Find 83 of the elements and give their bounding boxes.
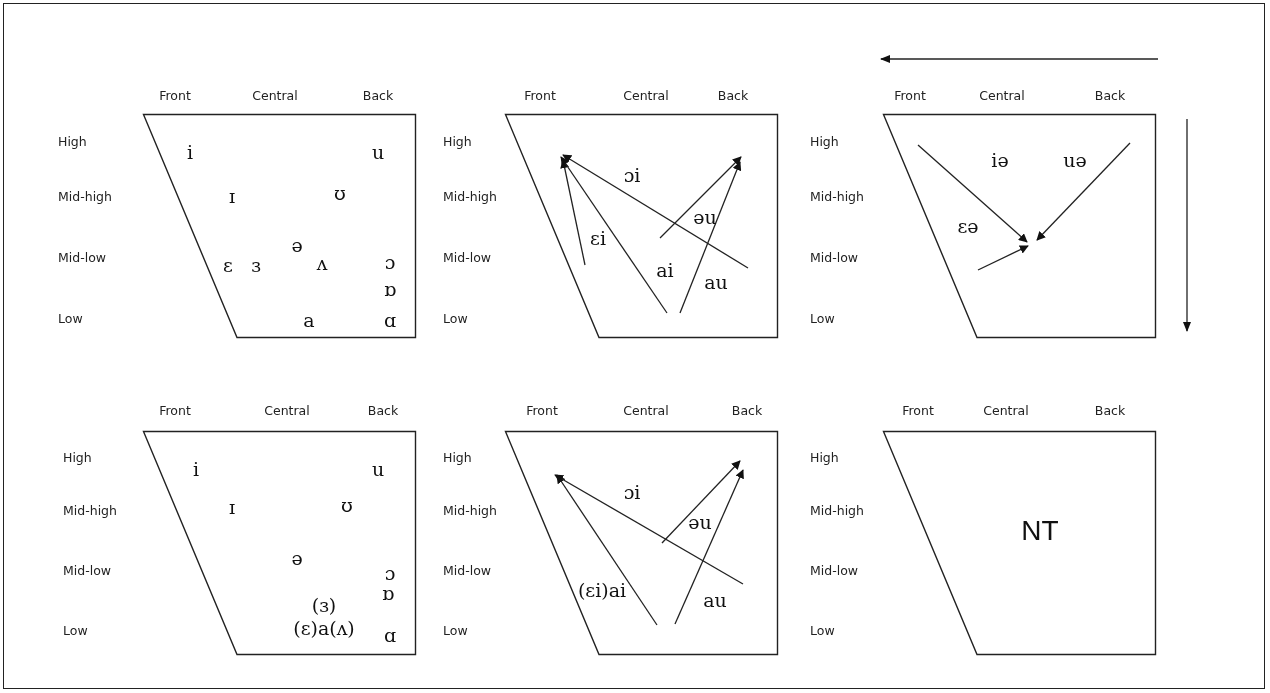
row-heading: Mid-low bbox=[810, 249, 859, 265]
diphthong-label: ɔi bbox=[623, 481, 641, 503]
vowel-symbol: ɑ bbox=[383, 309, 397, 331]
diphthong-label: ɔi bbox=[623, 164, 641, 186]
vowel-symbol: (ɜ) bbox=[311, 594, 337, 616]
vowel-symbol: ʌ bbox=[316, 252, 328, 274]
row-heading: Mid-high bbox=[443, 188, 497, 204]
vowel-symbol: ɛ bbox=[223, 254, 233, 276]
column-heading: Central bbox=[623, 87, 669, 103]
column-heading: Back bbox=[1094, 402, 1126, 418]
vowel-symbol: a bbox=[303, 309, 315, 331]
row-heading: Mid-high bbox=[58, 188, 112, 204]
diphthong-label: au bbox=[704, 271, 728, 293]
vowel-symbol: ə bbox=[291, 547, 303, 569]
column-heading: Front bbox=[894, 87, 926, 103]
vowel-quadrilateral bbox=[505, 114, 778, 338]
chart-note: NT bbox=[1021, 515, 1059, 547]
row-heading: Mid-high bbox=[63, 502, 117, 518]
vowel-symbol: ɜ bbox=[251, 254, 261, 276]
column-heading: Central bbox=[623, 402, 669, 418]
vowel-symbol: ɒ bbox=[383, 278, 397, 300]
row-heading: High bbox=[443, 133, 472, 149]
row-heading: Low bbox=[58, 310, 83, 326]
vowel-symbol: ɪ bbox=[228, 496, 236, 518]
diphthong-label: əu bbox=[693, 206, 717, 228]
row-heading: High bbox=[63, 449, 92, 465]
column-heading: Back bbox=[731, 402, 763, 418]
row-heading: Mid-low bbox=[443, 249, 492, 265]
vowel-symbol: u bbox=[371, 458, 385, 480]
vowel-symbol: ʊ bbox=[334, 182, 346, 204]
vowel-symbol: ʊ bbox=[341, 494, 353, 516]
column-heading: Central bbox=[264, 402, 310, 418]
column-heading: Front bbox=[526, 402, 558, 418]
vowel-symbol: i bbox=[192, 458, 200, 480]
diphthong-label: ai bbox=[656, 259, 674, 281]
column-heading: Back bbox=[1094, 87, 1126, 103]
diphthong-label: əu bbox=[688, 511, 712, 533]
diphthong-label: au bbox=[703, 589, 727, 611]
row-heading: Low bbox=[443, 622, 468, 638]
column-heading: Front bbox=[902, 402, 934, 418]
column-heading: Front bbox=[159, 402, 191, 418]
vowel-symbol: ɪ bbox=[228, 185, 236, 207]
row-heading: High bbox=[443, 449, 472, 465]
vowel-symbol: u bbox=[371, 141, 385, 163]
vowel-quadrilateral bbox=[143, 431, 416, 655]
row-heading: Mid-low bbox=[63, 562, 112, 578]
vowel-symbol: ɑ bbox=[383, 624, 397, 646]
vowel-symbol: (ɛ)a(ʌ) bbox=[293, 617, 355, 639]
row-heading: High bbox=[58, 133, 87, 149]
row-heading: Mid-high bbox=[810, 502, 864, 518]
vowel-symbol: ɔ bbox=[384, 562, 396, 584]
row-heading: Mid-high bbox=[443, 502, 497, 518]
column-heading: Back bbox=[367, 402, 399, 418]
row-heading: High bbox=[810, 133, 839, 149]
row-heading: Low bbox=[443, 310, 468, 326]
row-heading: Mid-low bbox=[443, 562, 492, 578]
vowel-symbol: ɒ bbox=[381, 582, 395, 604]
row-heading: Mid-low bbox=[58, 249, 107, 265]
vowel-quadrilateral bbox=[143, 114, 416, 338]
column-heading: Central bbox=[252, 87, 298, 103]
column-heading: Back bbox=[717, 87, 749, 103]
vowel-symbol: i bbox=[186, 141, 194, 163]
column-heading: Back bbox=[362, 87, 394, 103]
row-heading: Low bbox=[810, 310, 835, 326]
vowel-quadrilateral bbox=[505, 431, 778, 655]
row-heading: High bbox=[810, 449, 839, 465]
diphthong-label: iə bbox=[991, 149, 1009, 171]
column-heading: Central bbox=[979, 87, 1025, 103]
diphthong-label: uə bbox=[1063, 149, 1087, 171]
row-heading: Mid-low bbox=[810, 562, 859, 578]
column-heading: Front bbox=[159, 87, 191, 103]
column-heading: Front bbox=[524, 87, 556, 103]
row-heading: Low bbox=[810, 622, 835, 638]
row-heading: Low bbox=[63, 622, 88, 638]
diphthong-label: ɛə bbox=[957, 215, 979, 237]
vowel-symbol: ɔ bbox=[384, 251, 396, 273]
column-heading: Central bbox=[983, 402, 1029, 418]
row-heading: Mid-high bbox=[810, 188, 864, 204]
diphthong-label: (ɛi)ai bbox=[577, 579, 627, 601]
vowel-quadrilateral bbox=[883, 431, 1156, 655]
vowel-quadrilateral bbox=[883, 114, 1156, 338]
vowel-symbol: ə bbox=[291, 234, 303, 256]
diphthong-label: ɛi bbox=[590, 227, 606, 249]
